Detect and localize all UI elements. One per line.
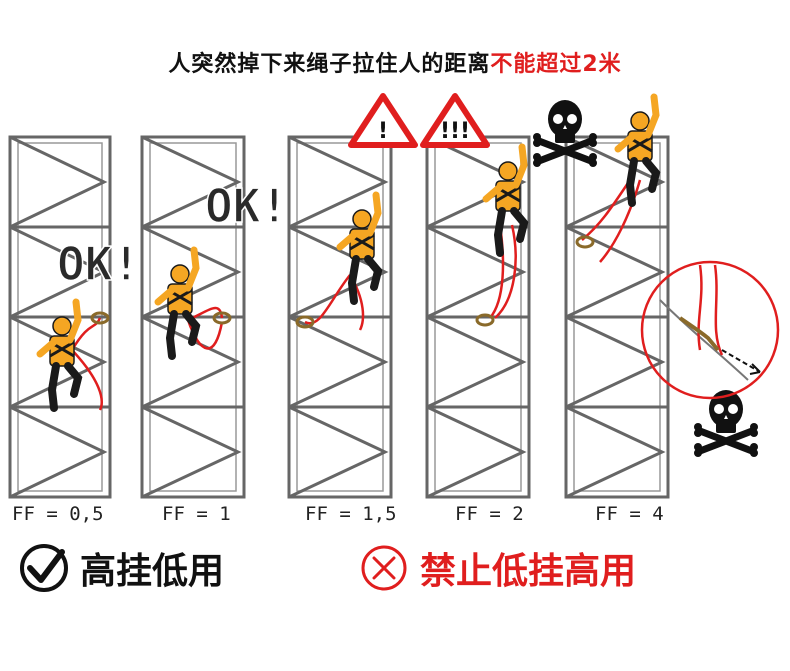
check-circle-icon xyxy=(20,544,68,592)
legend-good-text: 高挂低用 xyxy=(80,551,225,592)
snap-hook-4 xyxy=(575,235,595,249)
ff-label-1: FF = 1 xyxy=(162,503,231,525)
ff-label-3: FF = 2 xyxy=(455,503,524,525)
legend-good: 高挂低用 xyxy=(18,540,224,596)
danger-sign-icon-text: !!! xyxy=(440,119,470,144)
page-title: 人突然掉下来绳子拉住人的距离不能超过2米 xyxy=(0,46,790,78)
cross-circle-icon xyxy=(361,545,407,591)
ok-label-0: OK! xyxy=(57,237,140,291)
snap-hook-2 xyxy=(295,315,315,329)
skull-icon-bottom xyxy=(694,390,758,457)
warning-sign-icon-text: ! xyxy=(378,119,388,144)
warning-sign-icon: ! xyxy=(348,93,418,148)
worker-figure-4 xyxy=(614,93,661,207)
ff-label-4: FF = 4 xyxy=(595,503,664,525)
legend-bad: 禁止低挂高用 xyxy=(358,540,636,596)
worker-figure-1 xyxy=(154,246,201,360)
worker-figure-2 xyxy=(336,191,383,305)
snap-hook-0 xyxy=(90,311,110,325)
magnifier-circle xyxy=(640,260,780,400)
lanyard-0 xyxy=(70,317,103,411)
worker-figure-0 xyxy=(36,298,83,412)
ff-label-2: FF = 1,5 xyxy=(305,503,397,525)
title-prefix: 人突然掉下来绳子拉住人的距离 xyxy=(168,52,491,77)
title-highlight: 不能超过2米 xyxy=(490,52,622,77)
ok-label-1: OK! xyxy=(205,179,288,233)
skull-icon xyxy=(533,100,597,167)
danger-sign-icon: !!! xyxy=(420,93,490,148)
ff-label-0: FF = 0,5 xyxy=(12,503,104,525)
legend-bad-text: 禁止低挂高用 xyxy=(420,551,637,592)
lanyard-3 xyxy=(489,224,517,319)
scaffold-frame-4 xyxy=(564,135,670,499)
worker-figure-3 xyxy=(482,143,529,257)
snap-hook-3 xyxy=(475,313,495,327)
snap-hook-1 xyxy=(212,311,232,325)
